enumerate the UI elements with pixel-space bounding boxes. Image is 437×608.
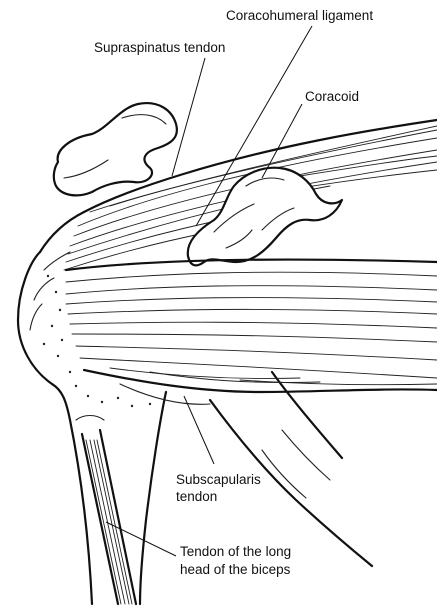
label-subscapularis-line1: Subscapularis: [176, 472, 261, 487]
insertion-stippling: [43, 275, 151, 407]
label-coracoid: Coracoid: [305, 89, 359, 104]
label-biceps-line1: Tendon of the long: [180, 544, 291, 559]
humerus-shaft: [140, 392, 166, 604]
coracoid-process: [188, 168, 342, 266]
label-subscapularis-line2: tendon: [176, 489, 217, 504]
subscapularis-muscle: [66, 260, 437, 405]
scapula-contour: [210, 372, 372, 566]
leader-subscapularis: [184, 396, 214, 464]
labels: Coracohumeral ligament Supraspinatus ten…: [94, 8, 373, 577]
label-biceps-line2: head of the biceps: [180, 562, 291, 577]
label-supraspinatus-tendon: Supraspinatus tendon: [94, 40, 225, 55]
humerus-head: [18, 212, 92, 604]
leader-biceps: [106, 522, 176, 556]
label-coracohumeral-ligament: Coracohumeral ligament: [226, 8, 373, 23]
leader-supraspinatus: [172, 58, 205, 176]
